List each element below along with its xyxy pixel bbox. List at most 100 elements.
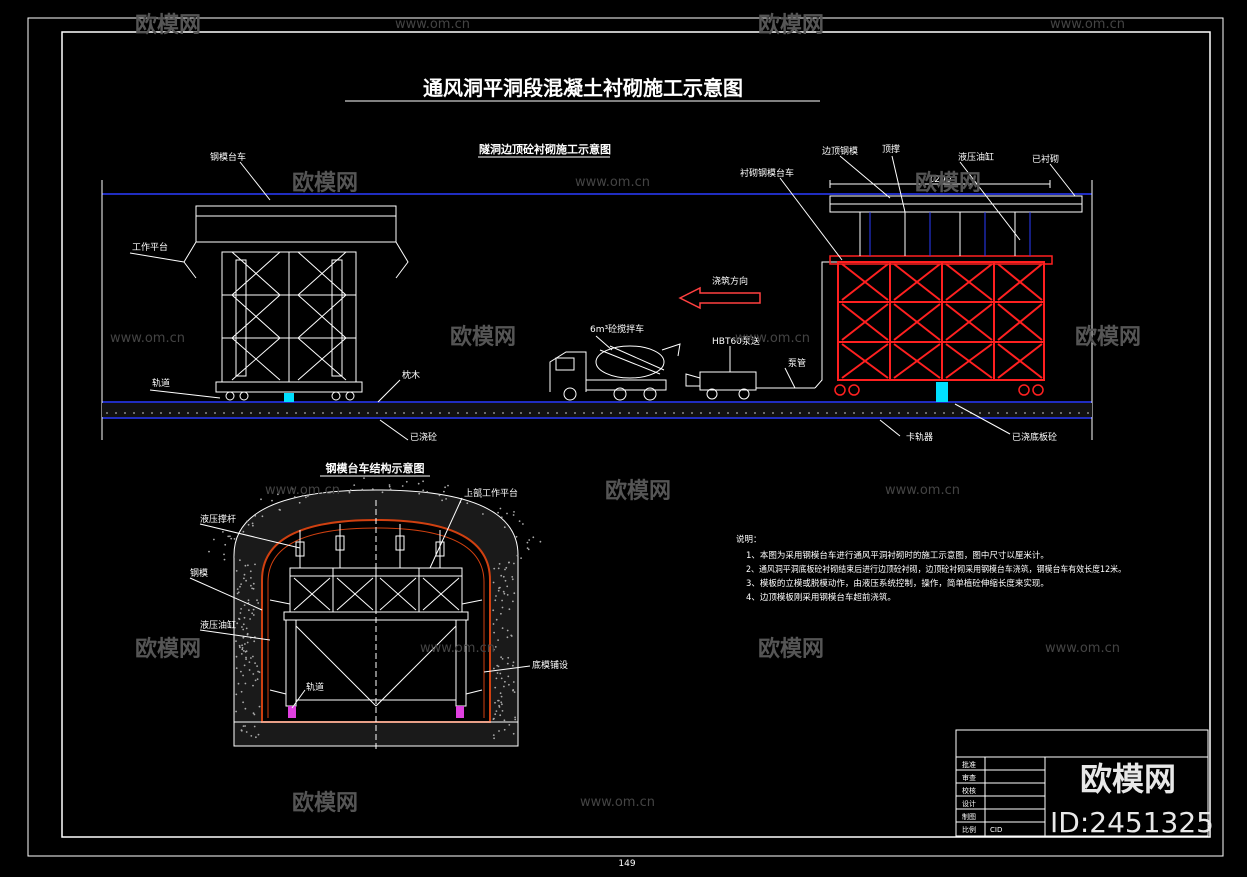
concrete-dot (512, 514, 515, 516)
concrete-dot (223, 558, 226, 561)
concrete-dot (239, 612, 242, 614)
concrete-dot (224, 543, 227, 546)
watermark-site: www.om.cn (575, 175, 650, 190)
concrete-dot (500, 701, 503, 704)
hatch-dot (934, 412, 936, 414)
hatch-dot (619, 412, 621, 414)
concrete-dot (515, 535, 518, 538)
concrete-dot (257, 670, 259, 673)
label-hydraulic-jack: 液压油缸 (958, 151, 994, 163)
concrete-dot (506, 585, 509, 588)
watermark-brand: 欧模网 (292, 790, 358, 816)
left-rail-clamp (284, 393, 294, 402)
concrete-dot (243, 604, 246, 606)
hatch-dot (718, 412, 720, 414)
label-existing-concrete: 已浇砼 (410, 431, 437, 443)
label-cs-rail: 轨道 (306, 681, 324, 693)
concrete-dot (252, 608, 255, 611)
concrete-dot (493, 667, 495, 670)
concrete-dot (493, 567, 496, 570)
watermark-brand: 欧模网 (292, 170, 358, 196)
concrete-dot (504, 568, 506, 571)
hatch-dot (376, 412, 378, 414)
hatch-dot (961, 412, 963, 414)
title-block-row: 设计 (962, 799, 976, 808)
concrete-dot (438, 494, 441, 497)
outer-frame (27, 17, 1224, 857)
hatch-dot (655, 412, 657, 414)
hatch-dot (421, 412, 423, 414)
leader-line (954, 403, 1011, 435)
hatch-dot (1069, 412, 1071, 414)
watermark-brand: 欧模网 (1075, 324, 1141, 350)
concrete-dot (235, 710, 238, 713)
brand-overlay: 欧模网 (1080, 760, 1176, 798)
hatch-dot (241, 412, 243, 414)
concrete-dot (277, 493, 279, 496)
leader-line (779, 177, 843, 261)
watermark-brand: 欧模网 (605, 478, 671, 504)
concrete-dot (239, 559, 241, 562)
concrete-dot (363, 477, 365, 479)
hatch-dot (799, 412, 801, 414)
concrete-dot (497, 699, 499, 702)
hatch-dot (187, 412, 189, 414)
hatch-dot (520, 412, 522, 414)
hatch-dot (781, 412, 783, 414)
concrete-dot (258, 671, 261, 673)
label-top-brace: 顶撑 (882, 143, 900, 155)
label-mixer-truck: 6m³砼搅拌车 (590, 323, 644, 335)
hatch-dot (529, 412, 531, 414)
hatch-dot (106, 412, 108, 414)
concrete-dot (250, 657, 252, 659)
hatch-dot (223, 412, 225, 414)
hatch-dot (979, 412, 981, 414)
concrete-dot (252, 524, 254, 527)
hatch-dot (691, 412, 693, 414)
concrete-dot (388, 485, 391, 488)
concrete-dot (241, 647, 244, 649)
hatch-dot (907, 412, 909, 414)
hatch-dot (808, 412, 810, 414)
concrete-dot (254, 662, 256, 664)
concrete-dot (506, 512, 508, 515)
concrete-dot (501, 710, 504, 712)
hatch-dot (709, 412, 711, 414)
concrete-dot (250, 584, 252, 587)
concrete-dot (245, 731, 248, 733)
watermark-brand: 欧模网 (915, 170, 981, 196)
leader-line (199, 523, 301, 549)
hatch-dot (358, 412, 360, 414)
concrete-dot (497, 511, 499, 514)
hatch-dot (493, 412, 495, 414)
hatch-dot (1060, 412, 1062, 414)
scale-value: CID (990, 826, 1002, 834)
concrete-dot (501, 599, 503, 602)
concrete-dot (250, 735, 253, 737)
concrete-dot (258, 705, 261, 708)
label-side-formwork: 边顶钢模 (822, 145, 858, 157)
hatch-dot (268, 412, 270, 414)
concrete-dot (253, 725, 256, 728)
hatch-dot (367, 412, 369, 414)
hatch-dot (997, 412, 999, 414)
concrete-dot (526, 547, 529, 549)
concrete-dot (493, 737, 495, 740)
hatch-dot (124, 412, 126, 414)
concrete-dot (233, 538, 236, 540)
hatch-dot (1033, 412, 1035, 414)
concrete-dot (248, 609, 250, 612)
concrete-dot (508, 724, 511, 726)
hatch-dot (439, 412, 441, 414)
hatch-dot (286, 412, 288, 414)
concrete-dot (261, 515, 264, 518)
concrete-dot (500, 677, 503, 680)
hatch-dot (412, 412, 414, 414)
left-trolley (183, 205, 409, 401)
concrete-dot (245, 579, 248, 582)
concrete-dot (499, 507, 502, 510)
hatch-dot (142, 412, 144, 414)
label-pump: HBT60泵送 (712, 335, 760, 347)
leader-line (291, 689, 306, 709)
